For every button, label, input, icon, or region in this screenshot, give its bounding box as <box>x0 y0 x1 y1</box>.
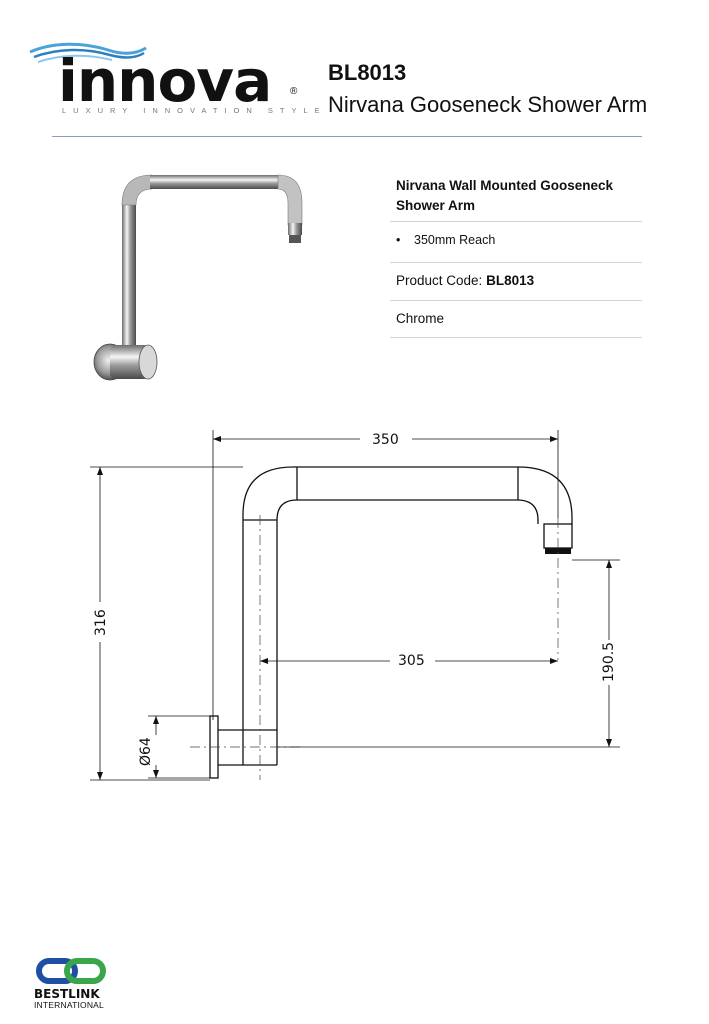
wave-icon <box>29 42 147 63</box>
product-code-value: BL8013 <box>486 273 535 289</box>
brand-wordmark: innova <box>58 47 272 115</box>
dim-height: 316 <box>93 609 109 636</box>
feature-item: • 350mm Reach <box>390 222 642 264</box>
feature-text: 350mm Reach <box>414 232 496 247</box>
brand-logo: innova ® LUXURY INNOVATION STYLE <box>28 38 320 122</box>
footer-logo: BESTLINK INTERNATIONAL <box>30 955 120 1015</box>
header-product-code: BL8013 <box>328 60 407 85</box>
product-info-table: Nirvana Wall Mounted Gooseneck Shower Ar… <box>390 170 642 338</box>
product-code-row: Product Code: BL8013 <box>390 263 642 301</box>
dim-depth: 305 <box>398 653 425 669</box>
bestlink-chain-icon <box>36 958 106 984</box>
finish-row: Chrome <box>390 301 642 338</box>
dim-reach: 350 <box>372 432 399 448</box>
footer-brand-name: BESTLINK <box>34 987 100 1001</box>
dim-flange-diameter: Ø64 <box>138 737 154 766</box>
product-photo <box>93 174 303 381</box>
product-code-label: Product Code: <box>396 273 483 289</box>
brand-tagline: LUXURY INNOVATION STYLE <box>62 106 327 115</box>
bullet-icon: • <box>396 232 401 247</box>
technical-drawing: 350 305 316 190.5 Ø64 <box>90 430 620 781</box>
registered-mark: ® <box>290 86 298 97</box>
header-product-name: Nirvana Gooseneck Shower Arm <box>328 92 648 117</box>
footer-brand-sub: INTERNATIONAL <box>34 1000 104 1010</box>
dim-outlet-height: 190.5 <box>601 642 617 682</box>
header-divider <box>52 136 642 137</box>
product-title: Nirvana Wall Mounted Gooseneck Shower Ar… <box>390 170 642 222</box>
